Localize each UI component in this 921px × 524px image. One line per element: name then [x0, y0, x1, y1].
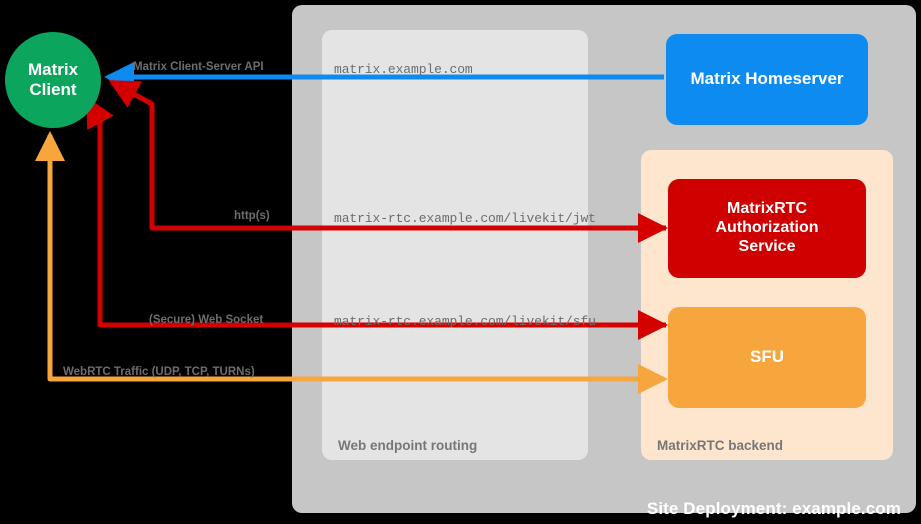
site-deployment-title: Site Deployment: example.com [646, 499, 901, 518]
node-matrixrtc-authorization-service[interactable]: MatrixRTC Authorization Service [668, 179, 866, 278]
endpoint-livekit-sfu: matrix-rtc.example.com/livekit/sfu [334, 314, 596, 329]
node-matrix-homeserver-label: Matrix Homeserver [690, 69, 844, 89]
arrow-webrtc-to-client [35, 130, 664, 382]
node-matrix-client[interactable]: Matrix Client [5, 32, 101, 128]
node-matrix-homeserver[interactable]: Matrix Homeserver [666, 34, 868, 125]
node-matrix-client-label: Matrix Client [28, 60, 78, 100]
node-auth-line3: Service [738, 237, 796, 255]
node-sfu-label: SFU [750, 347, 784, 367]
flow-label-secure-web-socket: (Secure) Web Socket [149, 314, 264, 326]
node-auth-line1: MatrixRTC [726, 200, 807, 218]
endpoint-matrix-example-com: matrix.example.com [334, 62, 473, 77]
web-endpoint-routing-label: Web endpoint routing [338, 438, 478, 453]
node-matrix-client-line1: Matrix [27, 59, 79, 79]
node-matrixrtc-authorization-service-label: MatrixRTC Authorization Service [715, 200, 818, 257]
matrixrtc-backend-label: MatrixRTC backend [657, 438, 784, 453]
node-matrix-client-line2: Client [29, 80, 77, 99]
flow-label-client-server-api: Matrix Client-Server API [133, 61, 264, 73]
node-sfu[interactable]: SFU [668, 307, 866, 408]
node-auth-line2: Authorization [715, 219, 819, 237]
arrow-livekit-sfu-outgoing [85, 96, 666, 328]
endpoint-livekit-jwt: matrix-rtc.example.com/livekit/jwt [334, 211, 596, 226]
flow-label-http-s: http(s) [234, 210, 270, 222]
web-endpoint-routing-group [322, 30, 588, 460]
flow-label-webrtc-traffic: WebRTC Traffic (UDP, TCP, TURNs) [63, 366, 255, 378]
arrow-livekit-jwt-outgoing [108, 79, 666, 231]
